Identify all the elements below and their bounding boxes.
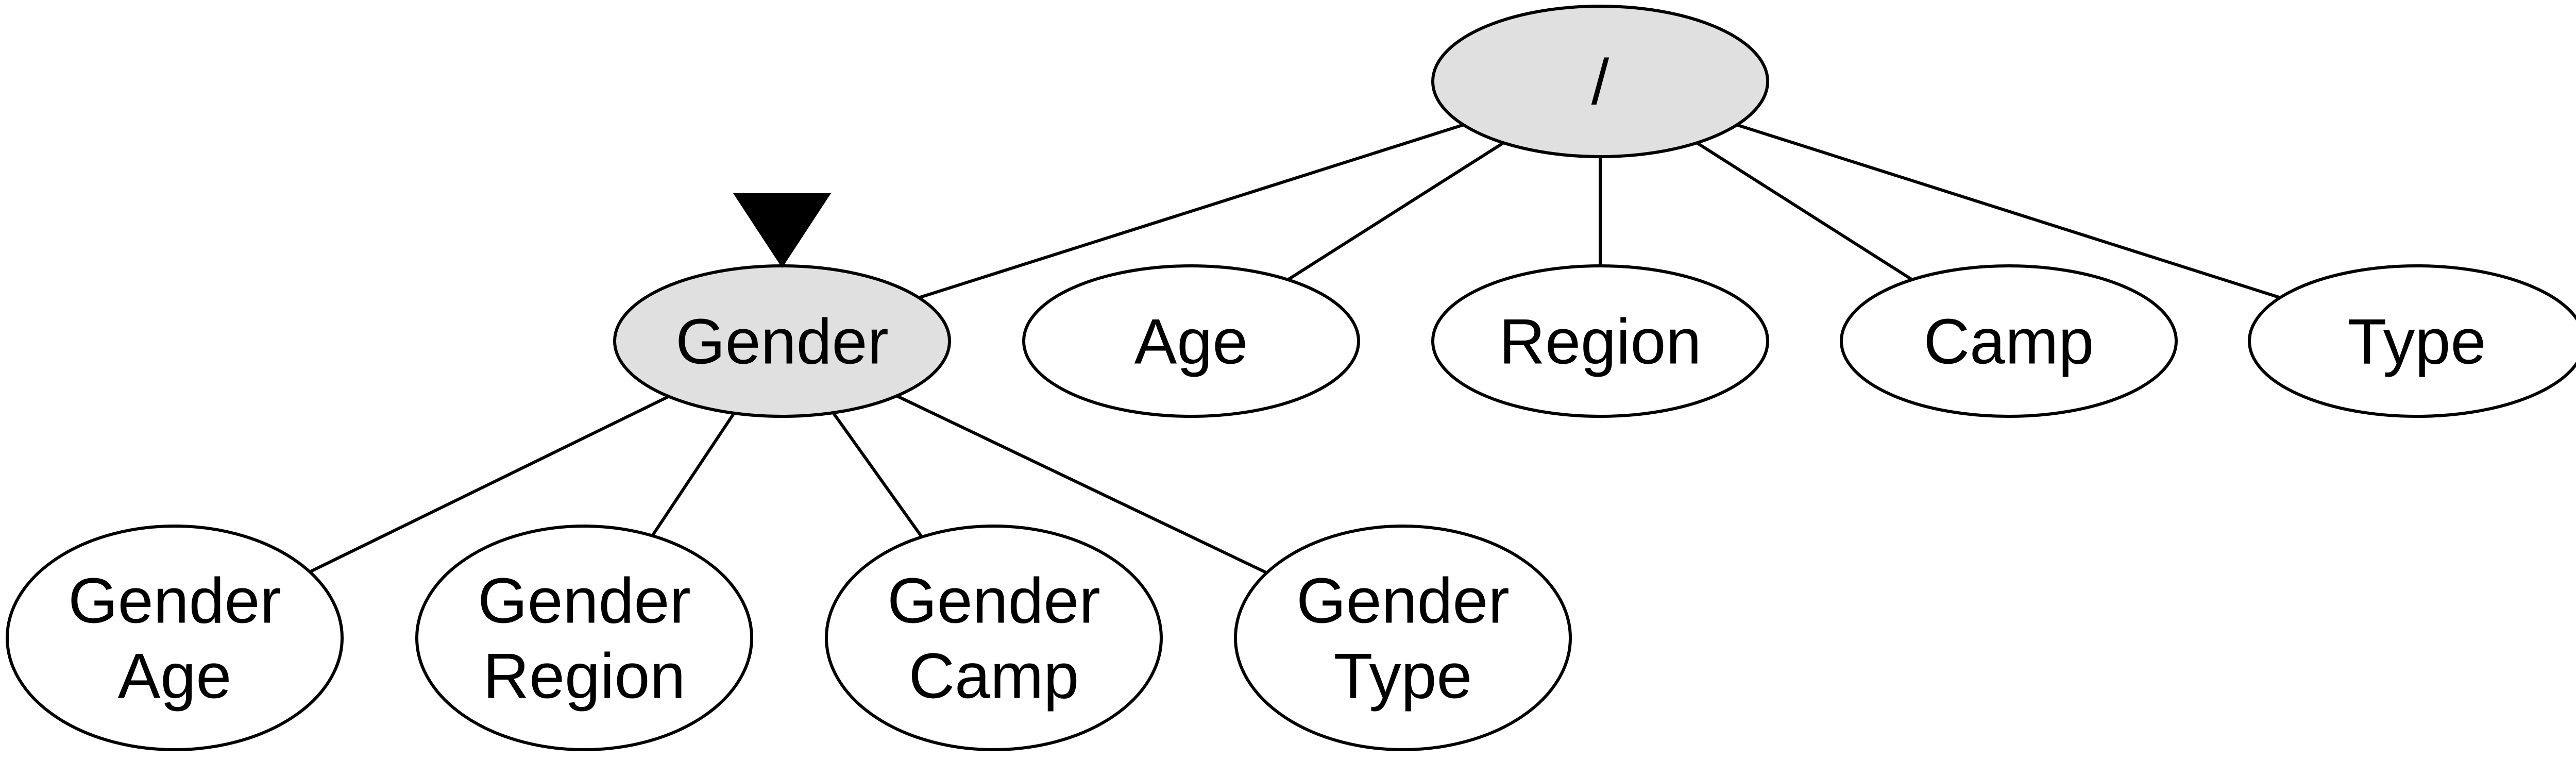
- node-label-age-0: Age: [1134, 306, 1248, 377]
- node-label-gender-region-1: Region: [483, 640, 686, 712]
- node-label-gender-0: Gender: [675, 306, 889, 377]
- node-ellipse-gender-type: [1234, 525, 1572, 751]
- edge-gender-to-gender-camp: [832, 412, 923, 538]
- edges-layer: [309, 123, 2281, 575]
- node-label-camp-0: Camp: [1924, 306, 2094, 377]
- node-root: /: [1431, 5, 1769, 158]
- node-label-region-0: Region: [1499, 306, 1702, 377]
- node-label-root-0: /: [1591, 46, 1609, 117]
- edge-gender-to-gender-age: [309, 395, 670, 573]
- edge-root-to-camp: [1696, 141, 1913, 281]
- node-gender: Gender: [613, 264, 951, 418]
- node-camp: Camp: [1840, 264, 2178, 418]
- node-label-gender-age-0: Gender: [68, 565, 281, 636]
- node-label-gender-region-0: Gender: [478, 565, 691, 636]
- marker-layer: [733, 193, 831, 268]
- edge-gender-to-gender-region: [651, 412, 736, 537]
- node-ellipse-camp: [1840, 264, 2178, 418]
- edge-root-to-type: [1736, 123, 2281, 299]
- node-ellipse-root: [1431, 5, 1769, 158]
- node-ellipse-gender-age: [6, 525, 344, 751]
- node-ellipse-age: [1022, 264, 1360, 418]
- node-ellipse-type: [2248, 264, 2576, 418]
- node-region: Region: [1431, 264, 1769, 418]
- edge-root-to-age: [1287, 141, 1504, 281]
- edge-root-to-gender: [918, 123, 1464, 299]
- node-label-gender-type-1: Type: [1334, 640, 1472, 712]
- node-label-gender-camp-1: Camp: [909, 640, 1079, 712]
- node-label-gender-age-1: Age: [118, 640, 232, 712]
- node-ellipse-gender-region: [415, 525, 753, 751]
- node-age: Age: [1022, 264, 1360, 418]
- node-ellipse-region: [1431, 264, 1769, 418]
- triangle-down-icon: [733, 193, 831, 268]
- edge-gender-to-gender-type: [896, 394, 1268, 575]
- node-ellipse-gender-camp: [825, 525, 1163, 751]
- node-type: Type: [2248, 264, 2576, 418]
- node-label-type-0: Type: [2348, 306, 2486, 377]
- node-label-gender-camp-0: Gender: [887, 565, 1100, 636]
- node-label-gender-type-0: Gender: [1296, 565, 1510, 636]
